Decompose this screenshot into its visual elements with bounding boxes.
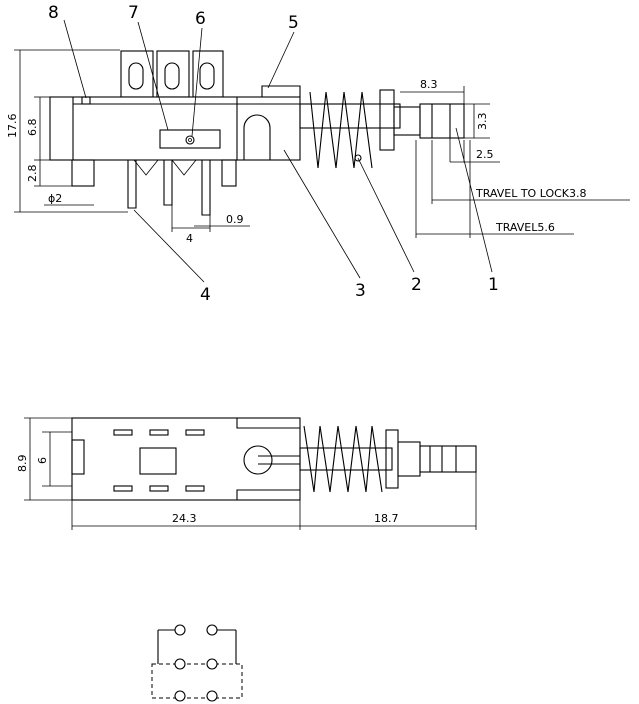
dim-travel: TRAVEL5.6: [495, 221, 555, 234]
top-dimensions: [24, 417, 477, 530]
dim-button-height: 3.3: [476, 113, 489, 131]
dim-button-offset: 2.5: [476, 148, 494, 161]
top-view: 8.9 6 24.3 18.7: [16, 417, 477, 530]
callout-7: 7: [128, 3, 139, 23]
top-plunger: [299, 425, 477, 493]
top-housing: [71, 417, 301, 501]
callout-6: 6: [195, 9, 206, 29]
callout-2: 2: [411, 275, 422, 295]
dim-travel-to-lock: TRAVEL TO LOCK3.8: [475, 187, 587, 200]
contact-1: [174, 624, 186, 636]
leader-lines: [63, 19, 493, 283]
callout-3: 3: [355, 281, 366, 301]
bottom-pins: [71, 159, 237, 216]
callout-1: 1: [488, 275, 499, 295]
dim-pin-pitch: 4: [186, 232, 193, 245]
plunger-assembly: [299, 89, 465, 169]
dim-height-total: 17.6: [6, 114, 19, 139]
contact-2: [206, 624, 218, 636]
contact-box: [151, 663, 243, 699]
callout-5: 5: [288, 13, 299, 33]
dim-outer-height: 8.9: [16, 455, 29, 473]
side-view: 8 7 6 5 4 3 2 1 17.6 6.8 2.8 ϕ2 4 0.9 8.…: [6, 3, 630, 305]
dim-body-length: 24.3: [172, 512, 197, 525]
dim-pin-diameter: ϕ2: [48, 192, 62, 205]
dim-pin-width: 0.9: [226, 213, 244, 226]
contact-5: [174, 690, 186, 702]
callouts: 8 7 6 5 4 3 2 1: [48, 3, 499, 305]
contact-3: [174, 658, 186, 670]
callout-8: 8: [48, 3, 59, 23]
contact-schematic: [151, 624, 243, 702]
housing: [49, 85, 301, 161]
top-terminals: [120, 50, 224, 98]
side-dimensions: [14, 49, 630, 238]
contact-6: [206, 690, 218, 702]
dim-plunger-length: 8.3: [420, 78, 438, 91]
dim-inner-height: 6: [36, 457, 49, 464]
dim-body-height: 6.8: [26, 119, 39, 137]
contact-4: [206, 658, 218, 670]
dim-pin-length: 2.8: [26, 165, 39, 183]
side-dimension-labels: 17.6 6.8 2.8 ϕ2 4 0.9 8.3 3.3 2.5 TRAVEL…: [6, 78, 587, 245]
callout-4: 4: [200, 285, 211, 305]
dim-plunger-total: 18.7: [374, 512, 399, 525]
top-dimension-labels: 8.9 6 24.3 18.7: [16, 455, 399, 526]
